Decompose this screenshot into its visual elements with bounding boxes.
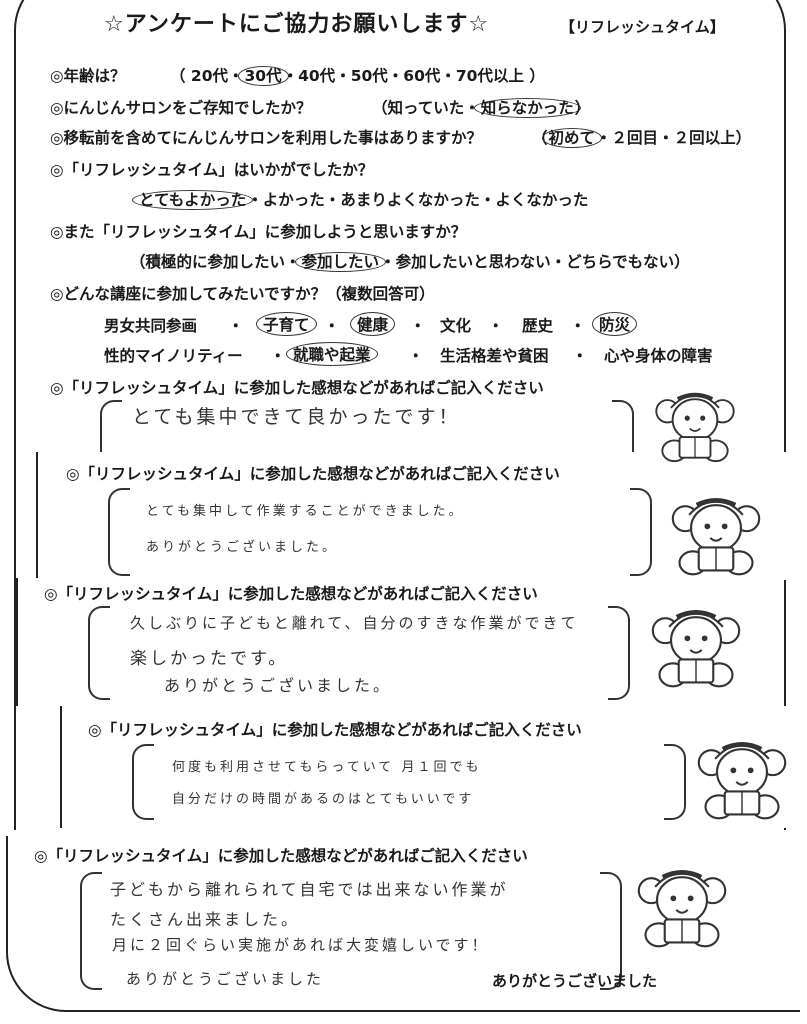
known-option-yes[interactable]: 知っていた	[387, 99, 465, 117]
comment-text-2-line-2: ありがとうございました。	[146, 540, 339, 555]
question-again: ◎また「リフレッシュタイム」に参加しようと思いますか？	[50, 223, 467, 241]
age-close: ）	[529, 67, 545, 85]
usage-option-more[interactable]: ２回以上	[673, 129, 736, 147]
comment-bracket-left	[132, 744, 154, 820]
again-options: （積極的に参加したい・参加したい・参加したいと思わない・どちらでもない）	[130, 252, 690, 272]
sheep-mascot-icon	[637, 870, 727, 948]
usage-option-second[interactable]: ２回目	[611, 129, 659, 147]
rating-option-bad[interactable]: よくなかった	[495, 191, 589, 209]
course-separator: ・	[488, 317, 504, 335]
course-separator: ・	[410, 317, 426, 335]
again-option-neutral[interactable]: どちらでもない	[566, 253, 675, 271]
comment-text-3-line-1: 久しぶりに子どもと離れて、自分のすきな作業ができて	[130, 614, 579, 632]
comment-text-2-line-1: とても集中して作業することができました。	[146, 504, 465, 519]
again-option-no[interactable]: 参加したいと思わない	[395, 253, 551, 271]
comment-text-5-line-1: 子どもから離れられて自宅では出来ない作業が	[110, 880, 509, 899]
survey-title: ☆アンケートにご協力お願いします☆	[96, 6, 498, 38]
survey-tag: 【リフレッシュタイム】	[560, 16, 725, 37]
course-disability[interactable]: 心や身体の障害	[604, 347, 713, 365]
comment-text-1: とても集中できて良かったです！	[132, 406, 461, 428]
known-option-no[interactable]: 知らなかった	[473, 98, 581, 118]
comment-text-5-line-3: 月に２回ぐらい実施があれば大変嬉しいです！	[112, 936, 490, 954]
comment-label-4: ◎「リフレッシュタイム」に参加した感想などがあればご記入ください	[88, 721, 582, 739]
course-career[interactable]: 就職や起業	[286, 342, 378, 366]
age-option-30[interactable]: 30代	[237, 66, 289, 86]
comment-bracket-right	[664, 744, 686, 820]
comment-label-2: ◎「リフレッシュタイム」に参加した感想などがあればご記入ください	[66, 465, 560, 483]
question-known: ◎にんじんサロンをご存知でしたか？	[50, 99, 312, 117]
course-gender-equality[interactable]: 男女共同参画	[104, 317, 198, 335]
comment-bracket-right	[600, 872, 622, 990]
again-option-active[interactable]: 積極的に参加したい	[145, 253, 286, 271]
course-separator: ・	[572, 347, 588, 365]
course-poverty[interactable]: 生活格差や貧困	[440, 347, 549, 365]
age-option-20[interactable]: 20代	[190, 67, 228, 85]
course-culture[interactable]: 文化	[440, 317, 472, 335]
sheep-mascot-icon	[697, 742, 787, 820]
comment-text-5-line-2: たくさん出来ました。	[110, 910, 301, 929]
strip-5-frame	[6, 836, 800, 1012]
strip-edge	[36, 452, 38, 580]
comment-bracket-right	[612, 400, 634, 456]
sheep-mascot-icon	[655, 392, 735, 463]
age-option-70[interactable]: 70代以上	[455, 67, 524, 85]
course-childcare[interactable]: 子育て	[256, 312, 317, 336]
strip-edge	[16, 578, 18, 706]
comment-label-3: ◎「リフレッシュタイム」に参加した感想などがあればご記入ください	[44, 585, 538, 603]
age-open: （	[170, 67, 186, 85]
course-separator: ・	[408, 347, 424, 365]
course-lgbt[interactable]: 性的マイノリティー	[104, 347, 243, 365]
sheep-mascot-icon	[651, 610, 741, 688]
age-options: （ 20代・30代・40代・50代・60代・70代以上 ）	[170, 66, 545, 86]
comment-text-5-line-4: ありがとうございました	[126, 970, 325, 988]
comment-text-4-line-1: 何度も利用させてもらっていて 月１回でも	[172, 760, 482, 775]
rating-option-good[interactable]: よかった	[262, 191, 325, 209]
question-courses: ◎どんな講座に参加してみたいですか？（複数回答可）	[50, 285, 435, 303]
comment-label-1: ◎「リフレッシュタイム」に参加した感想などがあればご記入ください	[50, 379, 544, 397]
comment-text-4-line-2: 自分だけの時間があるのはとてもいいです	[172, 792, 475, 807]
comment-bracket-left	[80, 872, 102, 990]
course-separator: ・	[270, 347, 286, 365]
again-option-yes[interactable]: 参加したい	[294, 252, 387, 272]
age-option-50[interactable]: 50代	[350, 67, 388, 85]
course-separator: ・	[324, 317, 340, 335]
comment-bracket-right	[630, 488, 652, 576]
usage-options: （初めて・２回目・２回以上）	[532, 128, 752, 148]
usage-option-first[interactable]: 初めて	[541, 128, 603, 148]
comment-text-3-line-2: 楽しかったです。	[130, 649, 289, 669]
course-history[interactable]: 歴史	[522, 317, 554, 335]
age-option-60[interactable]: 60代	[403, 67, 441, 85]
course-health[interactable]: 健康	[350, 312, 396, 336]
comment-bracket-left	[100, 400, 122, 456]
comment-label-5: ◎「リフレッシュタイム」に参加した感想などがあればご記入ください	[34, 847, 528, 865]
comment-bracket-left	[88, 606, 110, 700]
comment-text-3-line-3: ありがとうございました。	[164, 676, 393, 695]
age-option-40[interactable]: 40代	[298, 67, 336, 85]
course-separator: ・	[228, 317, 244, 335]
footer-thanks: ありがとうございました	[492, 972, 658, 990]
comment-bracket-left	[108, 488, 130, 576]
question-rating: ◎「リフレッシュタイム」はいかがでしたか？	[50, 161, 374, 179]
comment-bracket-right	[608, 606, 630, 700]
comment-strip-3	[16, 578, 776, 706]
question-usage: ◎移転前を含めてにんじんサロンを利用した事はありますか？	[50, 129, 483, 147]
strip-edge	[60, 706, 62, 828]
rating-option-very-good[interactable]: とてもよかった	[132, 190, 254, 210]
course-separator: ・	[570, 317, 586, 335]
course-disaster[interactable]: 防災	[592, 312, 638, 336]
rating-option-not-good[interactable]: あまりよくなかった	[340, 191, 480, 209]
known-options: （知っていた・知らなかった）	[372, 98, 591, 118]
question-age: ◎年齢は？	[50, 67, 126, 85]
sheep-mascot-icon	[671, 498, 761, 576]
rating-options: とてもよかった・よかった・あまりよくなかった・よくなかった	[132, 188, 589, 210]
